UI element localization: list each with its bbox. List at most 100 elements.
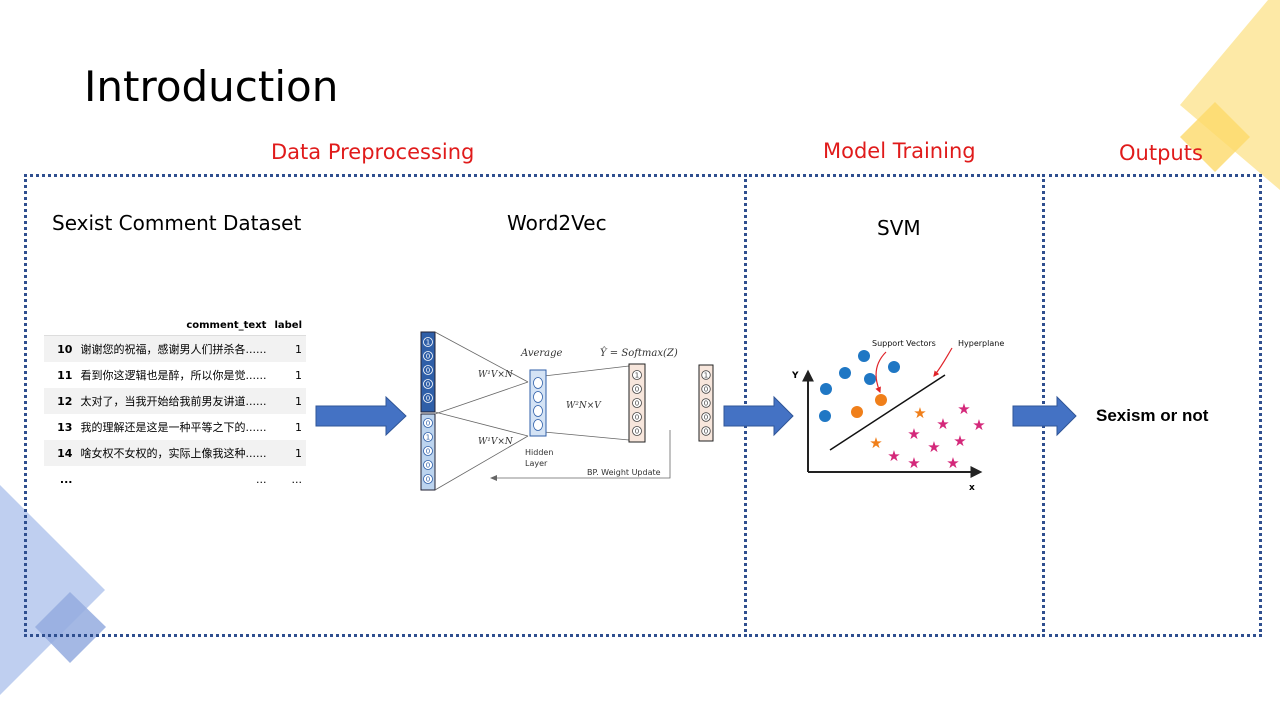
row-index: 11 bbox=[57, 368, 73, 382]
input-bottom-bit: 0 bbox=[426, 476, 430, 484]
input-vector-top bbox=[420, 331, 436, 413]
star-point: ★ bbox=[936, 415, 949, 433]
target-bit: 0 bbox=[704, 386, 708, 394]
section-label-training: Model Training bbox=[823, 139, 976, 163]
table-row: ... ... ... bbox=[44, 466, 306, 492]
arrow-right-icon bbox=[1012, 395, 1077, 437]
target-bit: 0 bbox=[704, 414, 708, 422]
output-bit: 0 bbox=[635, 414, 639, 422]
hyperplane-pointer bbox=[933, 347, 953, 377]
star-point: ★ bbox=[953, 432, 966, 450]
input-bottom-bit: 0 bbox=[426, 448, 430, 456]
input-bottom-bit: 1 bbox=[426, 434, 430, 442]
deco-blue-small bbox=[35, 592, 106, 663]
row-comment: 谢谢您的祝福，感谢男人们拼杀各...... bbox=[76, 335, 271, 362]
svm-y-label: Y bbox=[791, 371, 799, 381]
weight-w2-label: W²N×V bbox=[566, 401, 602, 411]
row-comment: 太对了，当我开始给我前男友讲道...... bbox=[76, 388, 271, 414]
hyperplane-label: Hyperplane bbox=[958, 339, 1004, 348]
row-label: 1 bbox=[270, 440, 306, 466]
support-vectors-label: Support Vectors bbox=[872, 339, 936, 348]
table-row: 13 我的理解还是这是一种平等之下的...... 1 bbox=[44, 414, 306, 440]
table-row: 14 啥女权不女权的，实际上像我这种...... 1 bbox=[44, 440, 306, 466]
target-bit: 0 bbox=[704, 400, 708, 408]
row-comment: 我的理解还是这是一种平等之下的...... bbox=[80, 421, 267, 434]
data-point bbox=[888, 361, 900, 373]
support-star: ★ bbox=[869, 434, 882, 452]
output-bit: 1 bbox=[635, 372, 639, 380]
input-top-bit: 0 bbox=[426, 381, 430, 389]
star-point: ★ bbox=[887, 447, 900, 465]
row-index: 12 bbox=[44, 388, 77, 414]
bp-weight-update-label: BP. Weight Update bbox=[587, 468, 661, 477]
row-label: 1 bbox=[295, 368, 302, 382]
support-star: ★ bbox=[913, 404, 926, 422]
hyperplane-line bbox=[829, 374, 946, 451]
row-index: 10 bbox=[44, 335, 77, 362]
row-label: ... bbox=[291, 472, 303, 486]
output-result-text: Sexism or not bbox=[1096, 406, 1209, 425]
data-point bbox=[864, 373, 876, 385]
row-index: ... bbox=[59, 472, 73, 486]
row-index: 14 bbox=[44, 440, 77, 466]
deco-yellow-large bbox=[1180, 0, 1280, 190]
row-label: 1 bbox=[295, 420, 302, 434]
average-label: Average bbox=[520, 348, 563, 359]
class-b-points: ★ ★ ★ ★ ★ ★ ★ ★ ★ ★ ★ bbox=[869, 400, 985, 472]
arrow-right-icon bbox=[723, 395, 794, 437]
table-header-comment: comment_text bbox=[76, 316, 271, 336]
svm-diagram: Y x ★ ★ ★ ★ ★ ★ ★ ★ ★ ★ ★ Support Vector… bbox=[791, 339, 1004, 493]
support-vector-pointer bbox=[875, 351, 887, 394]
input-top-bit: 1 bbox=[426, 339, 430, 347]
table-header-row: comment_text label bbox=[44, 316, 306, 336]
target-bit: 1 bbox=[704, 372, 708, 380]
word2vec-title: Word2Vec bbox=[507, 211, 607, 235]
hidden-layer bbox=[529, 369, 547, 437]
data-point bbox=[858, 350, 870, 362]
table-row: 12 太对了，当我开始给我前男友讲道...... 1 bbox=[44, 388, 306, 414]
star-point: ★ bbox=[957, 400, 970, 418]
output-bit: 0 bbox=[635, 428, 639, 436]
output-bit: 0 bbox=[635, 400, 639, 408]
weight-w1-bottom-label: W¹V×N bbox=[478, 437, 514, 447]
support-vector-point bbox=[851, 406, 863, 418]
row-comment: 啥女权不女权的，实际上像我这种...... bbox=[76, 440, 271, 466]
support-vector-point bbox=[875, 394, 887, 406]
table-row: 11 看到你这逻辑也是醉，所以你是觉...... 1 bbox=[44, 362, 306, 388]
data-point bbox=[839, 367, 851, 379]
row-label: 1 bbox=[270, 388, 306, 414]
row-comment: ... bbox=[255, 472, 267, 486]
star-point: ★ bbox=[907, 454, 920, 472]
svm-x-label: x bbox=[969, 483, 975, 493]
star-point: ★ bbox=[946, 454, 959, 472]
deco-yellow-small bbox=[1180, 102, 1250, 172]
data-point bbox=[820, 383, 832, 395]
star-point: ★ bbox=[972, 416, 985, 434]
hidden-layer-label: Layer bbox=[525, 459, 548, 468]
section-label-outputs: Outputs bbox=[1119, 141, 1203, 165]
input-bottom-bit: 0 bbox=[426, 462, 430, 470]
star-point: ★ bbox=[927, 438, 940, 456]
input-top-bit: 0 bbox=[426, 395, 430, 403]
hidden-layer-label: Hidden bbox=[525, 448, 553, 457]
section-label-preprocessing: Data Preprocessing bbox=[271, 140, 475, 164]
data-point bbox=[819, 410, 831, 422]
target-bit: 0 bbox=[704, 428, 708, 436]
svm-title: SVM bbox=[877, 216, 921, 240]
weight-w1-top-label: W¹V×N bbox=[478, 370, 514, 380]
output-bit: 0 bbox=[635, 386, 639, 394]
softmax-label: Ŷ = Softmax(Z) bbox=[600, 347, 678, 359]
word2vec-diagram: 1 0 0 0 0 0 1 0 0 0 1 bbox=[420, 331, 714, 491]
dataset-title: Sexist Comment Dataset bbox=[52, 211, 302, 235]
table-header-index bbox=[44, 316, 77, 336]
input-top-bit: 0 bbox=[426, 353, 430, 361]
dataset-table: comment_text label 10 谢谢您的祝福，感谢男人们拼杀各...… bbox=[44, 316, 306, 492]
table-header-label: label bbox=[270, 316, 306, 336]
input-bottom-bit: 0 bbox=[426, 420, 430, 428]
arrow-right-icon bbox=[315, 395, 407, 437]
table-row: 10 谢谢您的祝福，感谢男人们拼杀各...... 1 bbox=[44, 335, 306, 362]
star-point: ★ bbox=[907, 425, 920, 443]
page-title: Introduction bbox=[84, 62, 339, 111]
input-top-bit: 0 bbox=[426, 367, 430, 375]
